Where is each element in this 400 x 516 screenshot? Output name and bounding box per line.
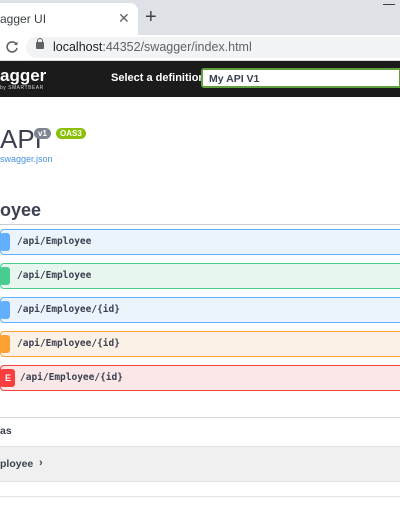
- oas-badge: OAS3: [56, 128, 86, 139]
- smartbear-logo: by SMARTBEAR: [0, 85, 44, 91]
- reload-icon[interactable]: [4, 37, 20, 60]
- url-input[interactable]: localhost:44352/swagger/index.html: [26, 37, 400, 58]
- swagger-json-link[interactable]: swagger.json: [0, 154, 53, 164]
- tag-employee-header[interactable]: oyee: [0, 200, 42, 220]
- minimize-icon[interactable]: [383, 2, 395, 5]
- operation-path: /api/Employee/{id}: [17, 304, 120, 315]
- tab-title: agger UI: [0, 12, 47, 26]
- operation-post-employee[interactable]: /api/Employee: [0, 263, 400, 289]
- lock-icon: [36, 38, 44, 49]
- divider: [0, 496, 400, 497]
- schemas-title: as: [0, 425, 12, 437]
- definition-value: My API V1: [209, 73, 260, 85]
- close-icon[interactable]: ✕: [118, 10, 130, 26]
- method-badge-post: [0, 267, 10, 285]
- browser-tab[interactable]: agger UI ✕: [0, 3, 138, 35]
- method-badge-delete: E: [0, 369, 15, 387]
- operation-path: /api/Employee/{id}: [20, 372, 123, 383]
- new-tab-button[interactable]: +: [145, 6, 157, 28]
- method-badge-get: [0, 301, 10, 319]
- divider: [0, 224, 400, 225]
- operation-delete-employee[interactable]: E /api/Employee/{id}: [0, 365, 400, 391]
- operation-get-employee-by-id[interactable]: /api/Employee/{id}: [0, 297, 400, 323]
- browser-tab-strip: agger UI ✕ +: [0, 0, 400, 35]
- definition-label: Select a definition: [111, 72, 206, 84]
- schemas-section[interactable]: as: [0, 417, 400, 446]
- operation-path: /api/Employee/{id}: [17, 338, 120, 349]
- operation-put-employee[interactable]: /api/Employee/{id}: [0, 331, 400, 357]
- url-text: localhost:44352/swagger/index.html: [53, 40, 252, 54]
- model-employee[interactable]: ployee ›: [0, 446, 400, 482]
- operation-path: /api/Employee: [17, 236, 92, 247]
- model-name: ployee: [0, 458, 34, 470]
- swagger-logo[interactable]: agger: [0, 66, 47, 85]
- operation-path: /api/Employee: [17, 270, 92, 281]
- swagger-topbar: agger by SMARTBEAR Select a definition M…: [0, 61, 400, 97]
- method-badge-put: [0, 335, 10, 353]
- chevron-right-icon[interactable]: ›: [39, 457, 43, 469]
- operation-get-employees[interactable]: /api/Employee: [0, 229, 400, 255]
- method-badge-get: [0, 233, 10, 251]
- definition-select[interactable]: My API V1: [201, 68, 400, 88]
- version-badge: v1: [34, 128, 51, 139]
- address-bar: localhost:44352/swagger/index.html: [0, 35, 400, 61]
